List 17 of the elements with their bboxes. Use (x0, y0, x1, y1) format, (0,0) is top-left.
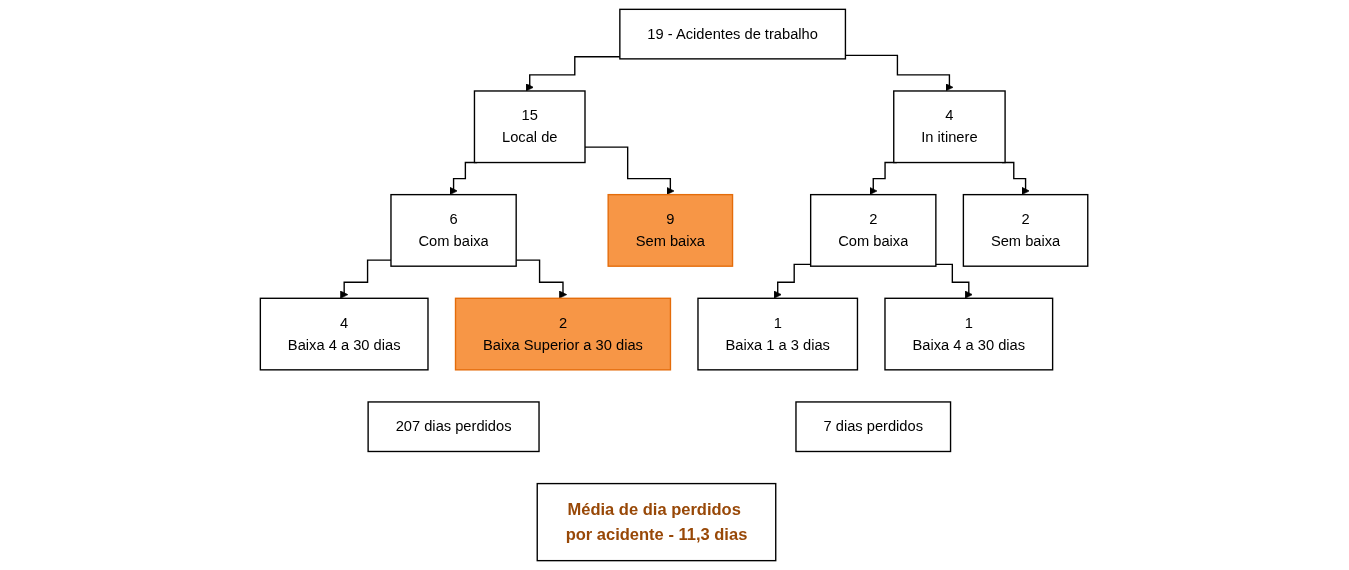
node-box: 7 dias perdidos (795, 401, 952, 453)
node-box: 9 Sem baixa (607, 193, 734, 267)
node-box: 15 Local de (474, 90, 587, 164)
node-box: 207 dias perdidos (367, 401, 541, 453)
node-box: 6 Com baixa (390, 193, 518, 267)
node-box: 1 Baixa 1 a 3 dias (697, 297, 859, 371)
arrow (526, 56, 621, 92)
node-box: 2 Baixa Superior a 30 dias (455, 297, 672, 371)
arrow (774, 263, 812, 299)
node-box: 2 Sem baixa (963, 193, 1089, 267)
node-box: Média de dia perdidos por acidente - 11,3 dias (536, 482, 777, 562)
node-box: 4 In itinere (893, 90, 1007, 164)
node-box: 2 Com baixa (810, 193, 937, 267)
arrow (845, 54, 954, 92)
node-box: 19 - Acidentes de trabalho (619, 8, 847, 60)
node-box: 1 Baixa 4 a 30 dias (884, 297, 1054, 371)
node-box: 4 Baixa 4 a 30 dias (260, 297, 430, 371)
